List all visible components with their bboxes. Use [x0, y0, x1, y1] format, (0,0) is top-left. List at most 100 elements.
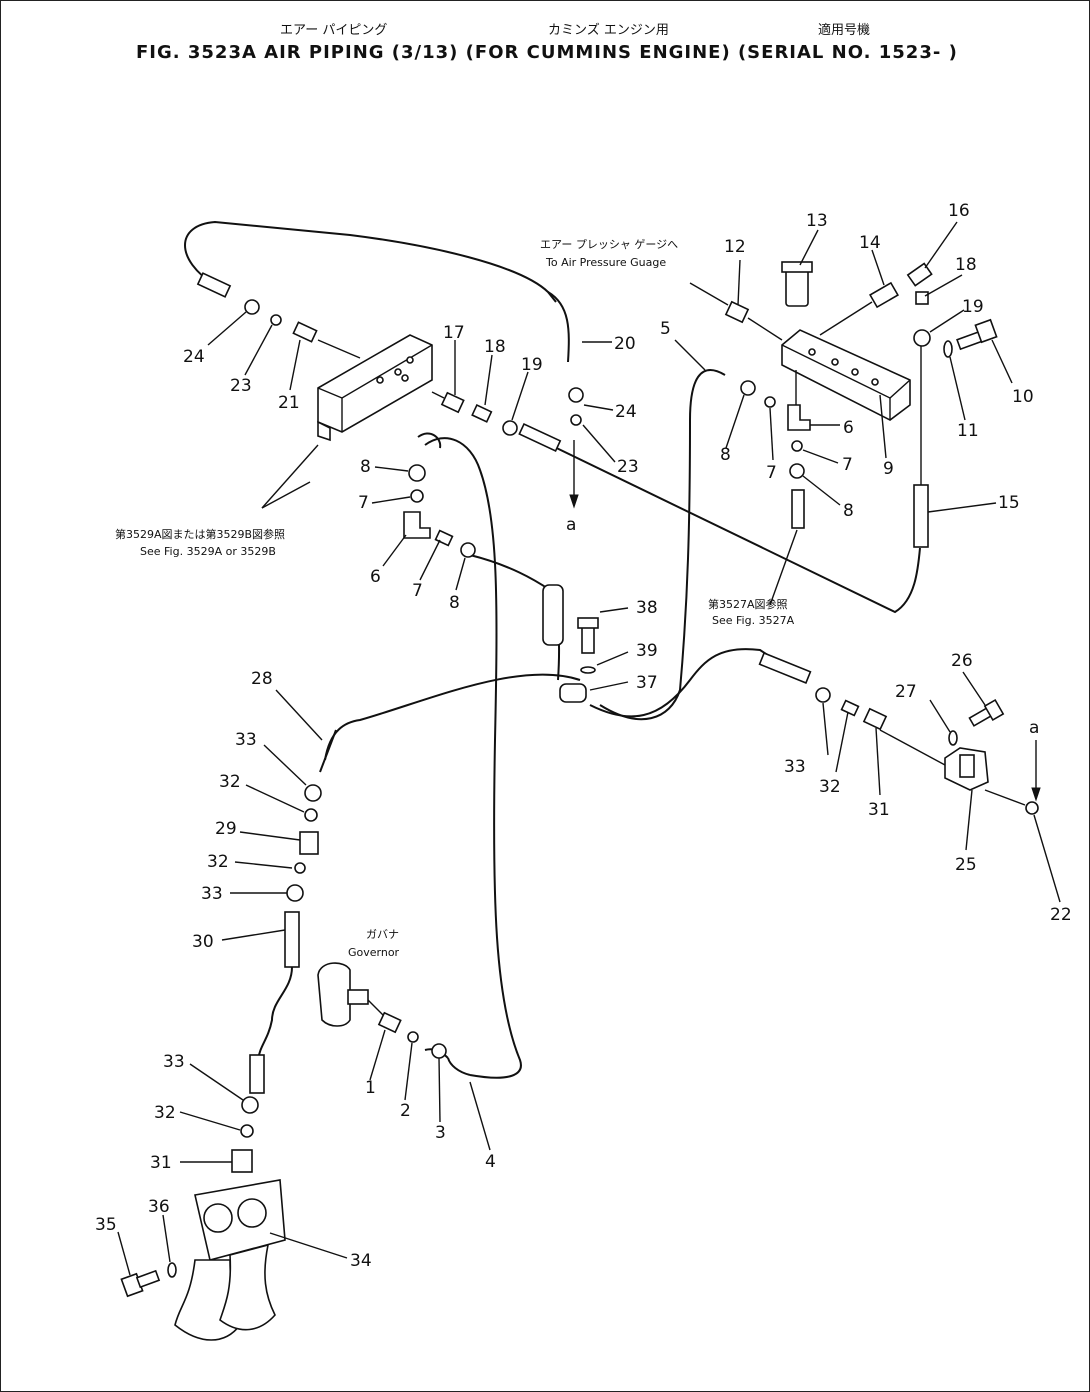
fittings	[120, 261, 1039, 1341]
connector-18b	[915, 291, 929, 305]
part-label: 14	[859, 233, 881, 253]
leader-32b	[234, 861, 293, 869]
part-label: 32	[819, 777, 841, 797]
bracket-hole	[406, 356, 414, 364]
horn-diaphragm-right	[237, 1198, 267, 1228]
leader-33c	[189, 1063, 244, 1101]
sleeve-23b	[570, 414, 582, 426]
elbow-31a	[231, 1149, 253, 1173]
horn-bell-right	[219, 1243, 276, 1331]
leader-30	[221, 929, 286, 941]
washer-27	[948, 730, 958, 746]
manifold-port	[851, 368, 859, 376]
part-label: 18	[955, 255, 977, 275]
title-block: エアー パイピング カミンズ エンジン用 適用号機 FIG. 3523A AIR…	[136, 22, 957, 63]
part-label: 33	[235, 730, 257, 750]
tube-23	[518, 422, 562, 452]
leader-8d	[802, 475, 841, 506]
leader-lines	[117, 221, 1061, 1276]
bolt-38-shank	[581, 624, 595, 654]
part-label: 2	[400, 1101, 411, 1121]
line-12-manifold	[747, 317, 783, 341]
hose-4	[424, 437, 522, 1079]
part-label: 15	[998, 493, 1020, 513]
hose-28	[324, 673, 581, 761]
part-label: 33	[201, 884, 223, 904]
mark-a-right: a	[1029, 718, 1039, 738]
part-label: 32	[154, 1103, 176, 1123]
nut-8c	[740, 380, 756, 396]
elbow-21	[292, 321, 318, 343]
nut-33c	[241, 1096, 259, 1114]
part-label: 8	[449, 593, 460, 613]
part-label: 11	[957, 421, 979, 441]
nut-33a	[304, 784, 322, 802]
reference-notes: エアー プレッシャ ゲージへ To Air Pressure Guage 第35…	[115, 238, 1039, 959]
part-label: 31	[150, 1153, 172, 1173]
part-label: 27	[895, 682, 917, 702]
sleeve-7a	[410, 489, 424, 503]
hose-30	[257, 966, 293, 1061]
bracket-tab	[317, 420, 331, 442]
leader-22	[1033, 814, 1061, 903]
nut-19	[502, 420, 518, 436]
part-label: 21	[278, 393, 300, 413]
leader-29	[239, 831, 301, 841]
line-21-block	[317, 339, 361, 359]
line-22	[984, 789, 1026, 806]
part-label: 19	[962, 297, 984, 317]
leader-34	[269, 1232, 348, 1259]
leader-24b	[583, 404, 614, 411]
note-governor-jp: ガバナ	[366, 928, 399, 941]
hose-end-37-top	[542, 584, 564, 646]
bolt-35-shank	[135, 1269, 161, 1289]
line-14-manifold	[819, 301, 873, 336]
leader-fig3529-b	[261, 444, 319, 509]
governor-port	[347, 989, 369, 1005]
leader-fig3529	[261, 481, 311, 509]
washer-39	[580, 666, 596, 674]
valve-25-port	[959, 754, 975, 778]
tube-32-right	[758, 652, 812, 684]
tube-30-low	[249, 1054, 265, 1094]
part-label: 7	[766, 463, 777, 483]
nut-24	[244, 299, 260, 315]
leader-23a	[244, 324, 273, 376]
elbow-14	[869, 281, 899, 309]
leader-12	[737, 259, 741, 306]
line-31-to-25	[879, 729, 946, 766]
mark-a-left: a	[566, 515, 576, 535]
part-label: 24	[183, 347, 205, 367]
part-label: 36	[148, 1197, 170, 1217]
nut-8a	[408, 464, 426, 482]
leader-32d	[835, 711, 849, 773]
part-label: 29	[215, 819, 237, 839]
leader-26	[962, 671, 986, 706]
bolt-26-head	[983, 698, 1005, 722]
leader-37	[589, 681, 629, 691]
bracket-hole	[376, 376, 384, 384]
part-label: 25	[955, 855, 977, 875]
part-label: 32	[219, 772, 241, 792]
leader-23b	[582, 424, 616, 463]
leader-14	[871, 249, 885, 286]
leader-7a	[371, 496, 411, 504]
tube-15	[913, 484, 929, 548]
part-label: 6	[370, 567, 381, 587]
note-fig3527-jp: 第3527A図参照	[708, 597, 788, 611]
sleeve-7c	[764, 396, 776, 408]
tube-30	[284, 911, 300, 968]
leader-9	[879, 394, 887, 459]
sleeve-32b	[294, 862, 306, 874]
hose-end-top	[417, 432, 442, 449]
hose-28-end	[319, 729, 337, 773]
leader-19a	[511, 371, 529, 421]
part-label: 37	[636, 673, 658, 693]
line-gov-1	[367, 999, 384, 1016]
part-label: 22	[1050, 905, 1072, 925]
leader-18b	[924, 274, 963, 297]
leader-7b	[419, 539, 441, 581]
leader-33a	[263, 744, 307, 786]
leader-13	[799, 229, 819, 266]
elbow-17	[440, 391, 465, 414]
